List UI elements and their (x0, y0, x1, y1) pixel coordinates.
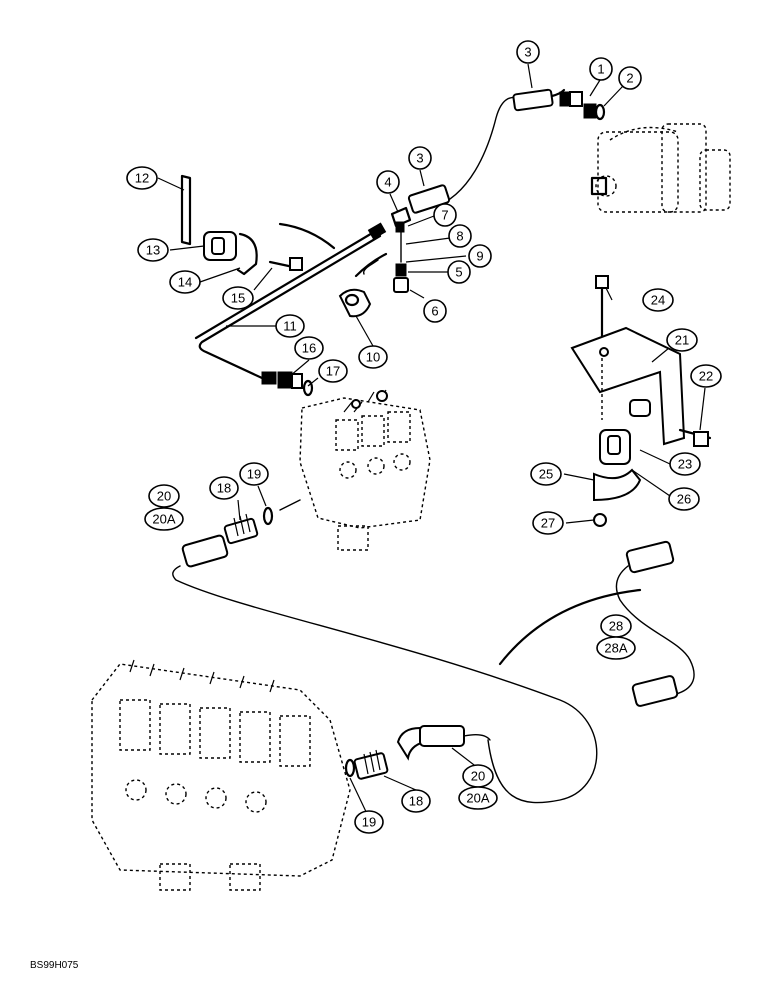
callout-3-upper: 3 (516, 40, 540, 64)
callout-18-lower: 18 (401, 789, 431, 813)
callout-17: 17 (318, 359, 348, 383)
callout-24: 24 (642, 288, 674, 312)
svg-text:3: 3 (524, 45, 531, 60)
bracket-clamp-assembly (180, 174, 336, 276)
mounting-bracket-assembly (570, 275, 712, 527)
svg-text:20A: 20A (466, 791, 489, 806)
callout-25: 25 (530, 462, 562, 486)
callout-2: 2 (618, 66, 642, 90)
callout-21: 21 (666, 328, 698, 352)
svg-text:20A: 20A (152, 512, 175, 527)
callout-12: 12 (126, 166, 158, 190)
svg-text:8: 8 (456, 229, 463, 244)
callout-28A: 28A (596, 636, 636, 660)
clamp-10 (338, 252, 388, 318)
svg-text:20: 20 (157, 489, 171, 504)
callout-9: 9 (468, 244, 492, 268)
svg-text:15: 15 (231, 291, 245, 306)
svg-text:22: 22 (699, 369, 713, 384)
svg-text:20: 20 (471, 769, 485, 784)
adapter-18-oring-19-upper (223, 499, 301, 545)
svg-text:2: 2 (626, 71, 633, 86)
callout-11: 11 (275, 314, 305, 338)
svg-text:19: 19 (247, 467, 261, 482)
callout-4: 4 (376, 170, 400, 194)
svg-text:25: 25 (539, 467, 553, 482)
adapter-16-oring-17 (277, 371, 314, 397)
callout-18-upper: 18 (209, 476, 239, 500)
control-valve-upper (299, 389, 431, 551)
callout-5: 5 (447, 260, 471, 284)
steel-tube-11 (194, 222, 387, 385)
hose-20-long (172, 534, 598, 804)
svg-text:11: 11 (283, 319, 297, 334)
callout-7: 7 (433, 203, 457, 227)
control-valve-lower (91, 659, 351, 891)
svg-text:7: 7 (441, 208, 448, 223)
svg-text:5: 5 (455, 265, 462, 280)
tee-fitting-assembly (362, 184, 451, 293)
callout-8: 8 (448, 224, 472, 248)
svg-text:23: 23 (678, 457, 692, 472)
svg-text:10: 10 (366, 350, 380, 365)
callout-16: 16 (294, 336, 324, 360)
callout-1: 1 (589, 57, 613, 81)
callout-27: 27 (532, 511, 564, 535)
svg-text:13: 13 (146, 243, 160, 258)
callout-22: 22 (690, 364, 722, 388)
svg-text:3: 3 (416, 151, 423, 166)
svg-text:6: 6 (431, 304, 438, 319)
callout-20-lower: 20 (462, 764, 494, 788)
svg-text:26: 26 (677, 492, 691, 507)
svg-text:27: 27 (541, 516, 555, 531)
callout-26: 26 (668, 487, 700, 511)
svg-text:19: 19 (362, 815, 376, 830)
callout-23: 23 (669, 452, 701, 476)
svg-text:1: 1 (597, 62, 604, 77)
callout-15: 15 (222, 286, 254, 310)
callout-6: 6 (423, 299, 447, 323)
svg-text:9: 9 (476, 249, 483, 264)
svg-text:28: 28 (609, 619, 623, 634)
svg-text:18: 18 (217, 481, 231, 496)
callout-3-tee: 3 (408, 146, 432, 170)
callout-13: 13 (137, 238, 169, 262)
svg-text:12: 12 (135, 171, 149, 186)
svg-text:21: 21 (675, 333, 689, 348)
hydraulic-pump (590, 123, 731, 213)
hose-28 (498, 540, 695, 707)
callout-19-lower: 19 (354, 810, 384, 834)
adapter-18-oring-19-lower (344, 725, 491, 780)
svg-text:16: 16 (302, 341, 316, 356)
svg-text:28A: 28A (604, 641, 627, 656)
svg-text:24: 24 (651, 293, 665, 308)
callout-19-upper: 19 (239, 462, 269, 486)
hose-3-upper (431, 88, 606, 209)
svg-text:18: 18 (409, 794, 423, 809)
callout-20A-lower: 20A (458, 786, 498, 810)
svg-text:4: 4 (384, 175, 391, 190)
drawing-reference-code: BS99H075 (30, 960, 79, 971)
svg-text:17: 17 (326, 364, 340, 379)
callout-14: 14 (169, 270, 201, 294)
callout-20A-upper: 20A (144, 507, 184, 531)
svg-text:14: 14 (178, 275, 192, 290)
callout-10: 10 (358, 345, 388, 369)
callout-28: 28 (600, 614, 632, 638)
callout-20-upper: 20 (148, 484, 180, 508)
